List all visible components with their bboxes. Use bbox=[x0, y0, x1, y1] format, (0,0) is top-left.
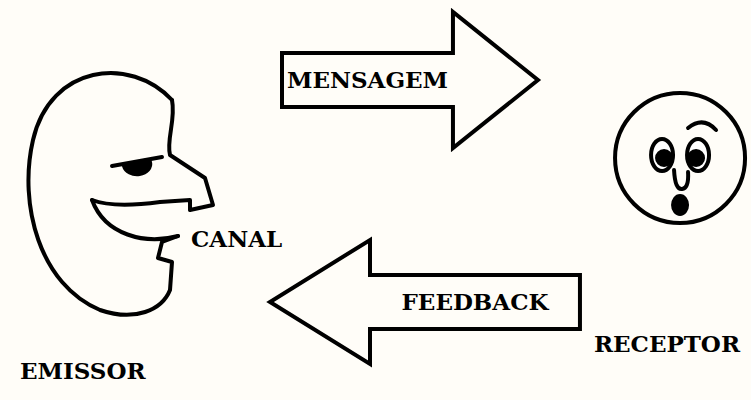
eye-white bbox=[687, 139, 709, 171]
eye-white bbox=[651, 139, 673, 171]
face-drawing bbox=[15, 55, 220, 390]
block-arrow bbox=[282, 12, 538, 148]
node-label: EMISSOR bbox=[20, 358, 146, 384]
arrow-label: FEEDBACK bbox=[399, 289, 552, 315]
lower-lip bbox=[92, 200, 178, 239]
arrow-label: MENSAGEM bbox=[284, 67, 451, 93]
pupil bbox=[689, 151, 703, 165]
block-arrow bbox=[270, 240, 580, 364]
channel-label: CANAL bbox=[188, 226, 285, 252]
person-figure: EMISSOR bbox=[15, 55, 220, 390]
mouth bbox=[673, 196, 687, 214]
beak-outline bbox=[92, 100, 213, 210]
person-figure: RECEPTOR bbox=[588, 88, 746, 363]
eyebrow bbox=[688, 122, 716, 130]
eye bbox=[124, 162, 150, 174]
node-label: RECEPTOR bbox=[594, 331, 740, 357]
pupil bbox=[657, 151, 671, 165]
nose bbox=[674, 170, 688, 189]
head-outline bbox=[28, 73, 178, 315]
head-circle bbox=[615, 93, 745, 223]
face-drawing bbox=[588, 88, 746, 363]
